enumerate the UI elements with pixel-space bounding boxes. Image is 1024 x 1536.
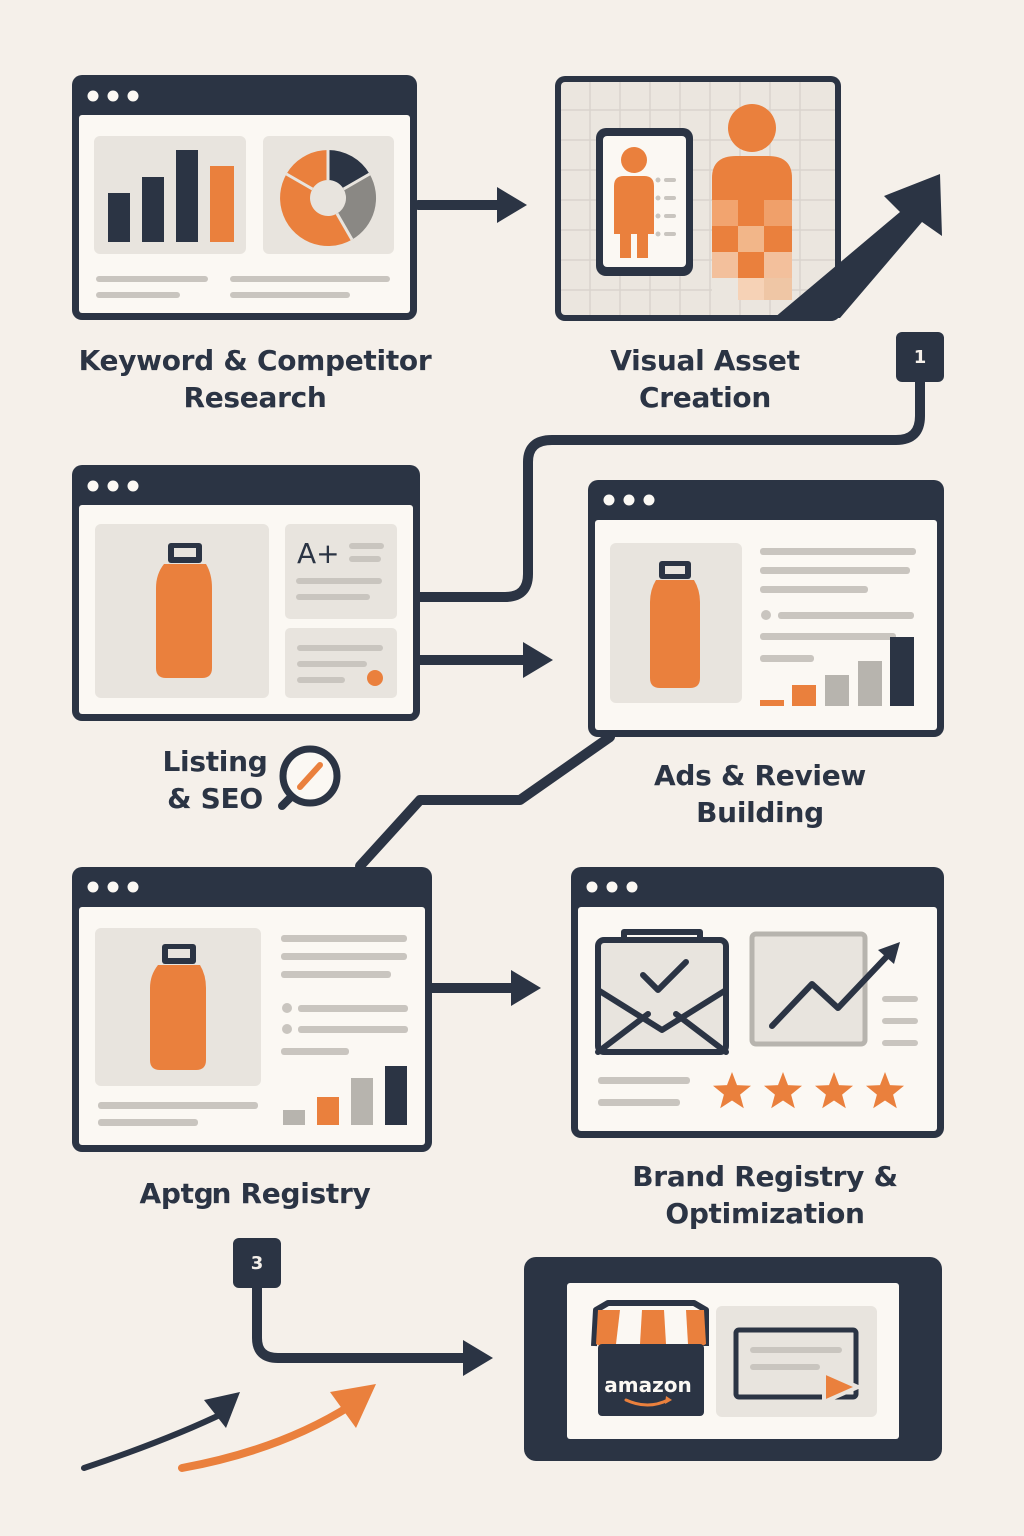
connector-listing-to-badge1 xyxy=(413,377,925,602)
store-brand-text: amazon xyxy=(604,1373,691,1397)
window-storefront: amazon xyxy=(524,1257,942,1461)
storefront-icon: amazon xyxy=(591,1300,709,1416)
bar-chart-icon xyxy=(283,1066,407,1125)
play-icon xyxy=(822,1368,863,1406)
rating-stars xyxy=(713,1072,904,1109)
star-icon xyxy=(815,1072,853,1109)
video-player-icon xyxy=(733,1327,863,1406)
envelope-check-icon xyxy=(595,929,729,1055)
trend-chart-icon xyxy=(749,931,918,1047)
arrow-icon xyxy=(81,1384,376,1472)
search-icon xyxy=(278,745,341,810)
aplus-text: A+ xyxy=(297,537,340,570)
bar-chart-icon xyxy=(108,150,234,242)
arrow-head xyxy=(523,642,553,678)
step-label-ads-review: Ads & Review Building xyxy=(654,759,866,829)
window-keyword-research xyxy=(72,75,417,320)
bar-chart-icon xyxy=(760,637,914,706)
bottle-icon xyxy=(650,561,700,688)
arrow-head xyxy=(463,1340,493,1376)
window-listing: A+ xyxy=(72,465,420,721)
window-ads-reviews xyxy=(588,480,944,737)
step-label-keyword-research: Keyword & Competitor Research xyxy=(78,344,432,414)
bottle-icon xyxy=(156,543,212,678)
step-label-listing-seo: Listing & SEO xyxy=(162,745,268,815)
arrow-head xyxy=(497,187,527,223)
star-icon xyxy=(764,1072,802,1109)
star-icon xyxy=(713,1072,751,1109)
step-label-brand-registry: Brand Registry & Optimization xyxy=(632,1160,898,1230)
step-badge-1: 1 xyxy=(896,332,944,382)
person-icon xyxy=(712,104,792,300)
donut-chart-icon xyxy=(280,149,377,246)
step-label-registry: Aptցn Registry xyxy=(139,1177,371,1210)
window-visual-asset xyxy=(555,76,841,321)
star-icon xyxy=(866,1072,904,1109)
connector-badge3-to-store xyxy=(252,1283,475,1363)
arrow-heads xyxy=(463,187,553,1376)
person-icon xyxy=(614,147,654,258)
connector-ads-to-registry xyxy=(355,732,615,871)
connector-lines xyxy=(252,200,925,1363)
window-brand-registry xyxy=(571,867,944,1138)
growth-arrow-icon xyxy=(774,174,942,318)
step-badge-3: 3 xyxy=(233,1238,281,1288)
bottle-icon xyxy=(150,944,206,1070)
window-registry xyxy=(72,867,432,1152)
arrow-head xyxy=(511,970,541,1006)
step-label-visual-asset: Visual Asset Creation xyxy=(610,344,800,414)
